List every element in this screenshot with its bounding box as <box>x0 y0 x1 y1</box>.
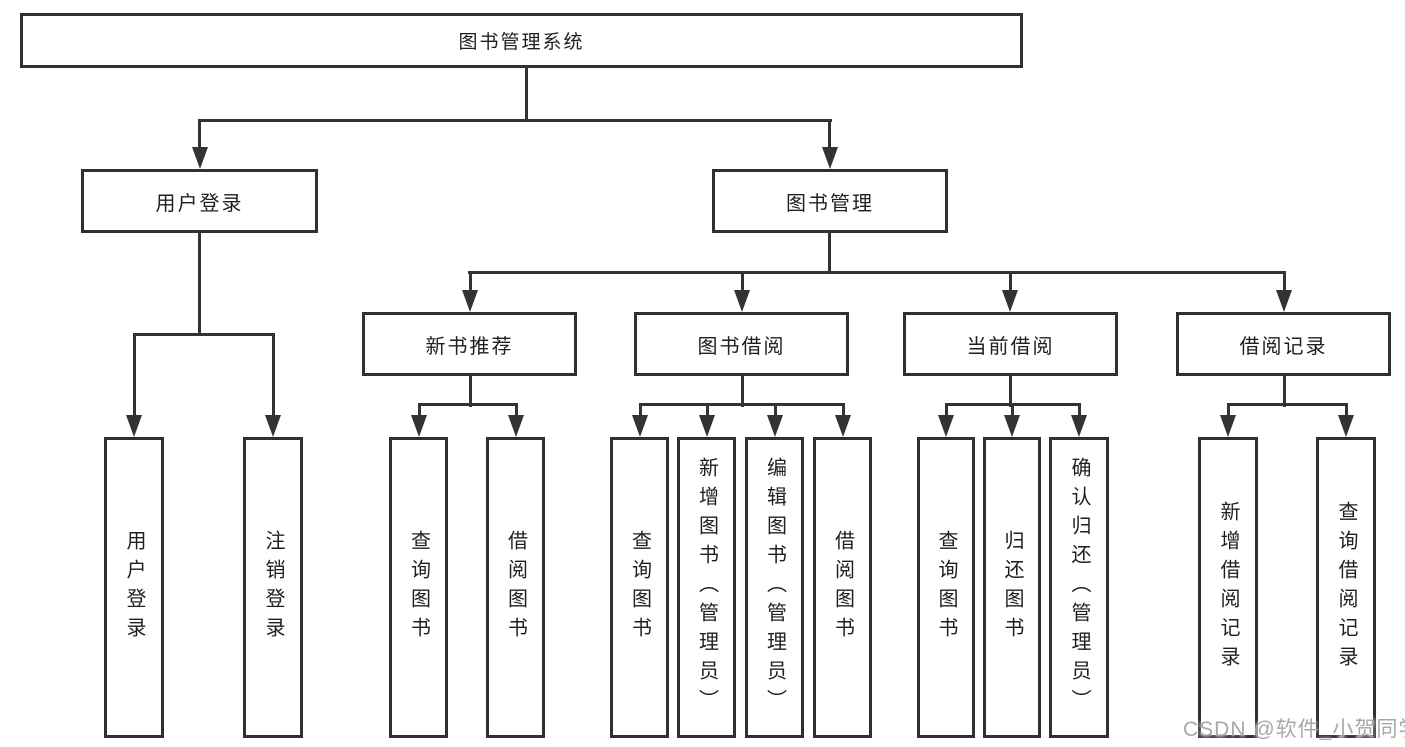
connector-current-drop-1 <box>945 403 948 419</box>
leaf-borrowsec-borrow-book-label: 借阅图书 <box>831 529 854 646</box>
node-borrow-records: 借阅记录 <box>1176 312 1391 376</box>
leaf-query-borrow-record: 查询借阅记录 <box>1316 437 1376 738</box>
arrowhead-borrowsec-query <box>632 415 648 437</box>
arrowhead-new-book-recommend <box>462 290 478 312</box>
leaf-add-book-admin: 新增图书（管理员） <box>677 437 736 738</box>
leaf-recommend-borrow-book-label: 借阅图书 <box>504 529 527 646</box>
connector-bookmgmt-drop-2 <box>741 271 744 293</box>
arrowhead-records-query <box>1338 415 1354 437</box>
leaf-edit-book-admin: 编辑图书（管理员） <box>745 437 804 738</box>
connector-recommend-horizontal <box>418 403 518 406</box>
arrowhead-borrowsec-add <box>699 415 715 437</box>
leaf-recommend-borrow-book: 借阅图书 <box>486 437 545 738</box>
leaf-borrowsec-query-book-label: 查询图书 <box>628 529 651 646</box>
node-new-book-recommend: 新书推荐 <box>362 312 577 376</box>
arrowhead-book-borrow <box>734 290 750 312</box>
connector-borrowsec-drop-4 <box>842 403 845 419</box>
connector-bookmgmt-drop-4 <box>1283 271 1286 293</box>
leaf-logout-label: 注销登录 <box>262 529 284 646</box>
connector-recommend-drop-2 <box>515 403 518 419</box>
node-book-management: 图书管理 <box>712 169 948 233</box>
leaf-add-borrow-record: 新增借阅记录 <box>1198 437 1258 738</box>
node-root: 图书管理系统 <box>20 13 1023 68</box>
node-current-borrow-label: 当前借阅 <box>966 335 1055 358</box>
leaf-add-borrow-record-label: 新增借阅记录 <box>1217 500 1239 675</box>
leaf-add-book-admin-label: 新增图书（管理员） <box>695 457 718 718</box>
connector-bookmgmt-drop-1 <box>469 271 472 293</box>
leaf-recommend-query-book: 查询图书 <box>389 437 448 738</box>
connector-borrowsec-horizontal <box>639 403 845 406</box>
connector-root-horizontal <box>198 119 832 122</box>
csdn-watermark: CSDN @软件_小贺同学 <box>1183 718 1405 741</box>
leaf-return-book-label: 归还图书 <box>1001 529 1023 646</box>
connector-records-drop-2 <box>1345 403 1348 419</box>
leaf-user-login-label: 用户登录 <box>123 529 145 646</box>
arrowhead-current-query <box>938 415 954 437</box>
arrowhead-user-login <box>192 147 208 169</box>
leaf-user-login: 用户登录 <box>104 437 164 738</box>
leaf-return-book: 归还图书 <box>983 437 1041 738</box>
arrowhead-borrowsec-borrow <box>835 415 851 437</box>
connector-borrowsec-drop-1 <box>639 403 642 419</box>
connector-current-vertical <box>1009 374 1012 407</box>
leaf-logout: 注销登录 <box>243 437 303 738</box>
connector-root-drop-left <box>198 119 201 151</box>
connector-root-drop-right <box>828 119 831 151</box>
connector-userlogin-drop-1 <box>133 333 136 417</box>
node-root-label: 图书管理系统 <box>458 32 585 53</box>
connector-borrowsec-drop-3 <box>774 403 777 419</box>
connector-root-vertical <box>525 66 528 121</box>
arrowhead-leaf-logout <box>265 415 281 437</box>
node-book-borrow: 图书借阅 <box>634 312 849 376</box>
connector-recommend-drop-1 <box>418 403 421 419</box>
leaf-current-query-book-label: 查询图书 <box>935 529 957 646</box>
connector-recommend-vertical <box>469 374 472 407</box>
arrowhead-current-confirm <box>1071 415 1087 437</box>
leaf-edit-book-admin-label: 编辑图书（管理员） <box>763 457 786 718</box>
connector-records-vertical <box>1283 374 1286 407</box>
connector-userlogin-horizontal <box>133 333 275 336</box>
node-user-login-label: 用户登录 <box>155 192 244 215</box>
leaf-borrowsec-borrow-book: 借阅图书 <box>813 437 872 738</box>
leaf-confirm-return-admin-label: 确认归还（管理员） <box>1068 457 1090 718</box>
connector-bookmgmt-drop-3 <box>1009 271 1012 293</box>
connector-userlogin-drop-2 <box>272 333 275 417</box>
node-borrow-records-label: 借阅记录 <box>1239 335 1328 358</box>
arrowhead-book-management <box>822 147 838 169</box>
arrowhead-borrow-records <box>1276 290 1292 312</box>
connector-records-horizontal <box>1227 403 1347 406</box>
arrowhead-records-add <box>1220 415 1236 437</box>
arrowhead-recommend-query <box>411 415 427 437</box>
node-user-login: 用户登录 <box>81 169 318 233</box>
connector-records-drop-1 <box>1227 403 1230 419</box>
connector-bookmgmt-horizontal <box>468 271 1285 274</box>
arrowhead-recommend-borrow <box>508 415 524 437</box>
leaf-borrowsec-query-book: 查询图书 <box>610 437 669 738</box>
node-new-book-recommend-label: 新书推荐 <box>425 335 514 358</box>
leaf-query-borrow-record-label: 查询借阅记录 <box>1335 500 1357 675</box>
connector-bookmgmt-vertical <box>828 231 831 274</box>
arrowhead-current-return <box>1004 415 1020 437</box>
connector-userlogin-vertical <box>198 231 201 336</box>
node-book-management-label: 图书管理 <box>786 192 874 215</box>
leaf-recommend-query-book-label: 查询图书 <box>407 529 430 646</box>
arrowhead-current-borrow <box>1002 290 1018 312</box>
arrowhead-leaf-user-login <box>126 415 142 437</box>
node-book-borrow-label: 图书借阅 <box>697 335 786 358</box>
connector-borrowsec-drop-2 <box>706 403 709 419</box>
connector-current-drop-2 <box>1011 403 1014 419</box>
leaf-current-query-book: 查询图书 <box>917 437 975 738</box>
leaf-confirm-return-admin: 确认归还（管理员） <box>1049 437 1109 738</box>
node-current-borrow: 当前借阅 <box>903 312 1118 376</box>
arrowhead-borrowsec-edit <box>767 415 783 437</box>
connector-current-drop-3 <box>1078 403 1081 419</box>
connector-borrowsec-vertical <box>741 374 744 407</box>
